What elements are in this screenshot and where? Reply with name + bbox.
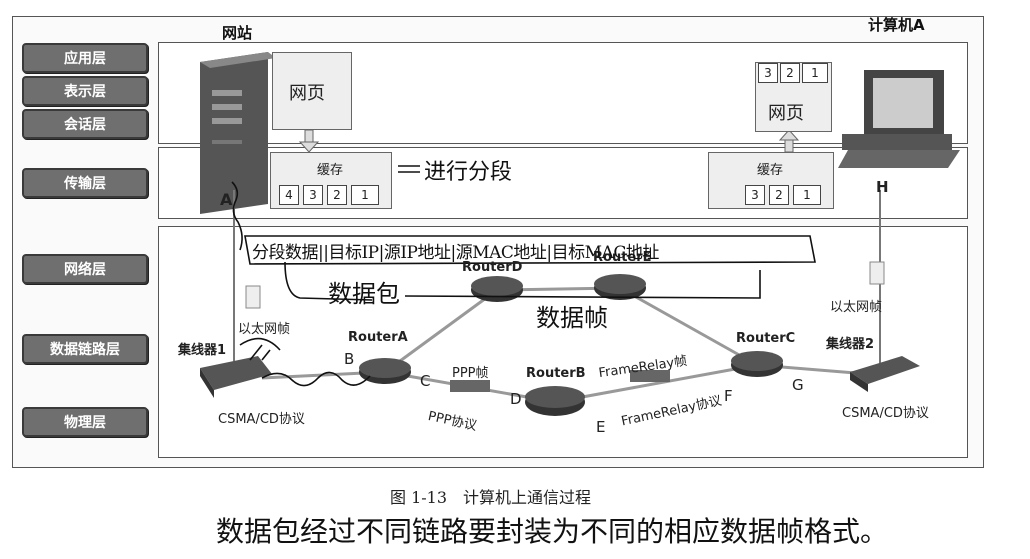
layer-transport: 传输层 xyxy=(22,168,148,198)
segment-row-left: 4 3 2 1 xyxy=(279,185,389,205)
router-d-label: RouterD xyxy=(462,260,523,275)
layer-physical: 物理层 xyxy=(22,407,148,437)
hub-2-label: 集线器2 xyxy=(826,337,875,352)
hub-1-label: 集线器1 xyxy=(178,343,227,358)
layer-network: 网络层 xyxy=(22,254,148,284)
figure-caption: 图 1-13 计算机上通信过程 xyxy=(390,488,592,507)
top-right-cell-3: 1 xyxy=(802,63,828,83)
layer-session: 会话层 xyxy=(22,109,148,139)
router-c-label: RouterC xyxy=(736,331,796,346)
point-g: G xyxy=(792,376,804,394)
cache-label-right: 缓存 xyxy=(757,163,784,178)
server-icon xyxy=(200,52,276,214)
csma-right-label: CSMA/CD协议 xyxy=(842,406,929,421)
router-b-label: RouterB xyxy=(526,366,586,381)
webpage-box-left: 网页 xyxy=(272,52,352,130)
segment-cell: 2 xyxy=(769,185,789,205)
point-f: F xyxy=(724,387,733,405)
eth-left-label: 以太网帧 xyxy=(238,322,291,337)
point-c: C xyxy=(420,372,431,390)
router-e-label: RouterE xyxy=(593,250,652,265)
handwritten-packet-fields: 分段数据||目标IP|源IP地址|源MAC地址|目标MAC地址 xyxy=(252,243,659,263)
layer-datalink: 数据链路层 xyxy=(22,334,148,364)
point-d: D xyxy=(510,390,522,408)
handwritten-packet: 数据包 xyxy=(328,280,400,308)
hub-icons xyxy=(200,356,920,398)
segment-cell: 1 xyxy=(793,185,821,205)
point-b: B xyxy=(344,350,355,368)
segment-cell: 3 xyxy=(745,185,765,205)
handwritten-footer: 数据包经过不同链路要封装为不同的相应数据帧格式。 xyxy=(216,515,889,548)
cache-box-right: 缓存 3 2 1 xyxy=(708,152,834,209)
router-icons xyxy=(359,274,783,416)
csma-left-label: CSMA/CD协议 xyxy=(218,412,305,427)
band-lower xyxy=(158,226,968,458)
segment-row-right: 3 2 1 xyxy=(745,185,831,205)
computer-icon xyxy=(838,70,960,168)
top-right-cell-2: 2 xyxy=(780,63,800,83)
segment-cell: 2 xyxy=(327,185,347,205)
handwritten-frame: 数据帧 xyxy=(536,304,608,332)
layer-presentation: 表示层 xyxy=(22,76,148,106)
website-header: 网站 xyxy=(222,24,253,42)
segment-cell: 3 xyxy=(303,185,323,205)
point-e: E xyxy=(596,418,606,436)
webpage-box-right: 3 2 1 网页 xyxy=(755,62,832,132)
handwritten-segment-note: 进行分段 xyxy=(424,160,513,185)
point-h: H xyxy=(876,178,889,196)
cache-label-left: 缓存 xyxy=(317,163,344,178)
segment-cell: 4 xyxy=(279,185,299,205)
ppp-frame-label: PPP帧 xyxy=(452,366,489,381)
point-a: A xyxy=(220,190,233,209)
computer-a-header: 计算机A xyxy=(868,16,925,34)
segment-cell: 1 xyxy=(351,185,379,205)
layer-application: 应用层 xyxy=(22,43,148,73)
eth-right-label: 以太网帧 xyxy=(830,300,883,315)
router-a-label: RouterA xyxy=(348,330,408,345)
webpage-label-left: 网页 xyxy=(289,83,325,104)
webpage-label-right: 网页 xyxy=(768,103,804,124)
top-right-cell-1: 3 xyxy=(758,63,778,83)
cache-box-left: 缓存 4 3 2 1 xyxy=(270,152,392,209)
